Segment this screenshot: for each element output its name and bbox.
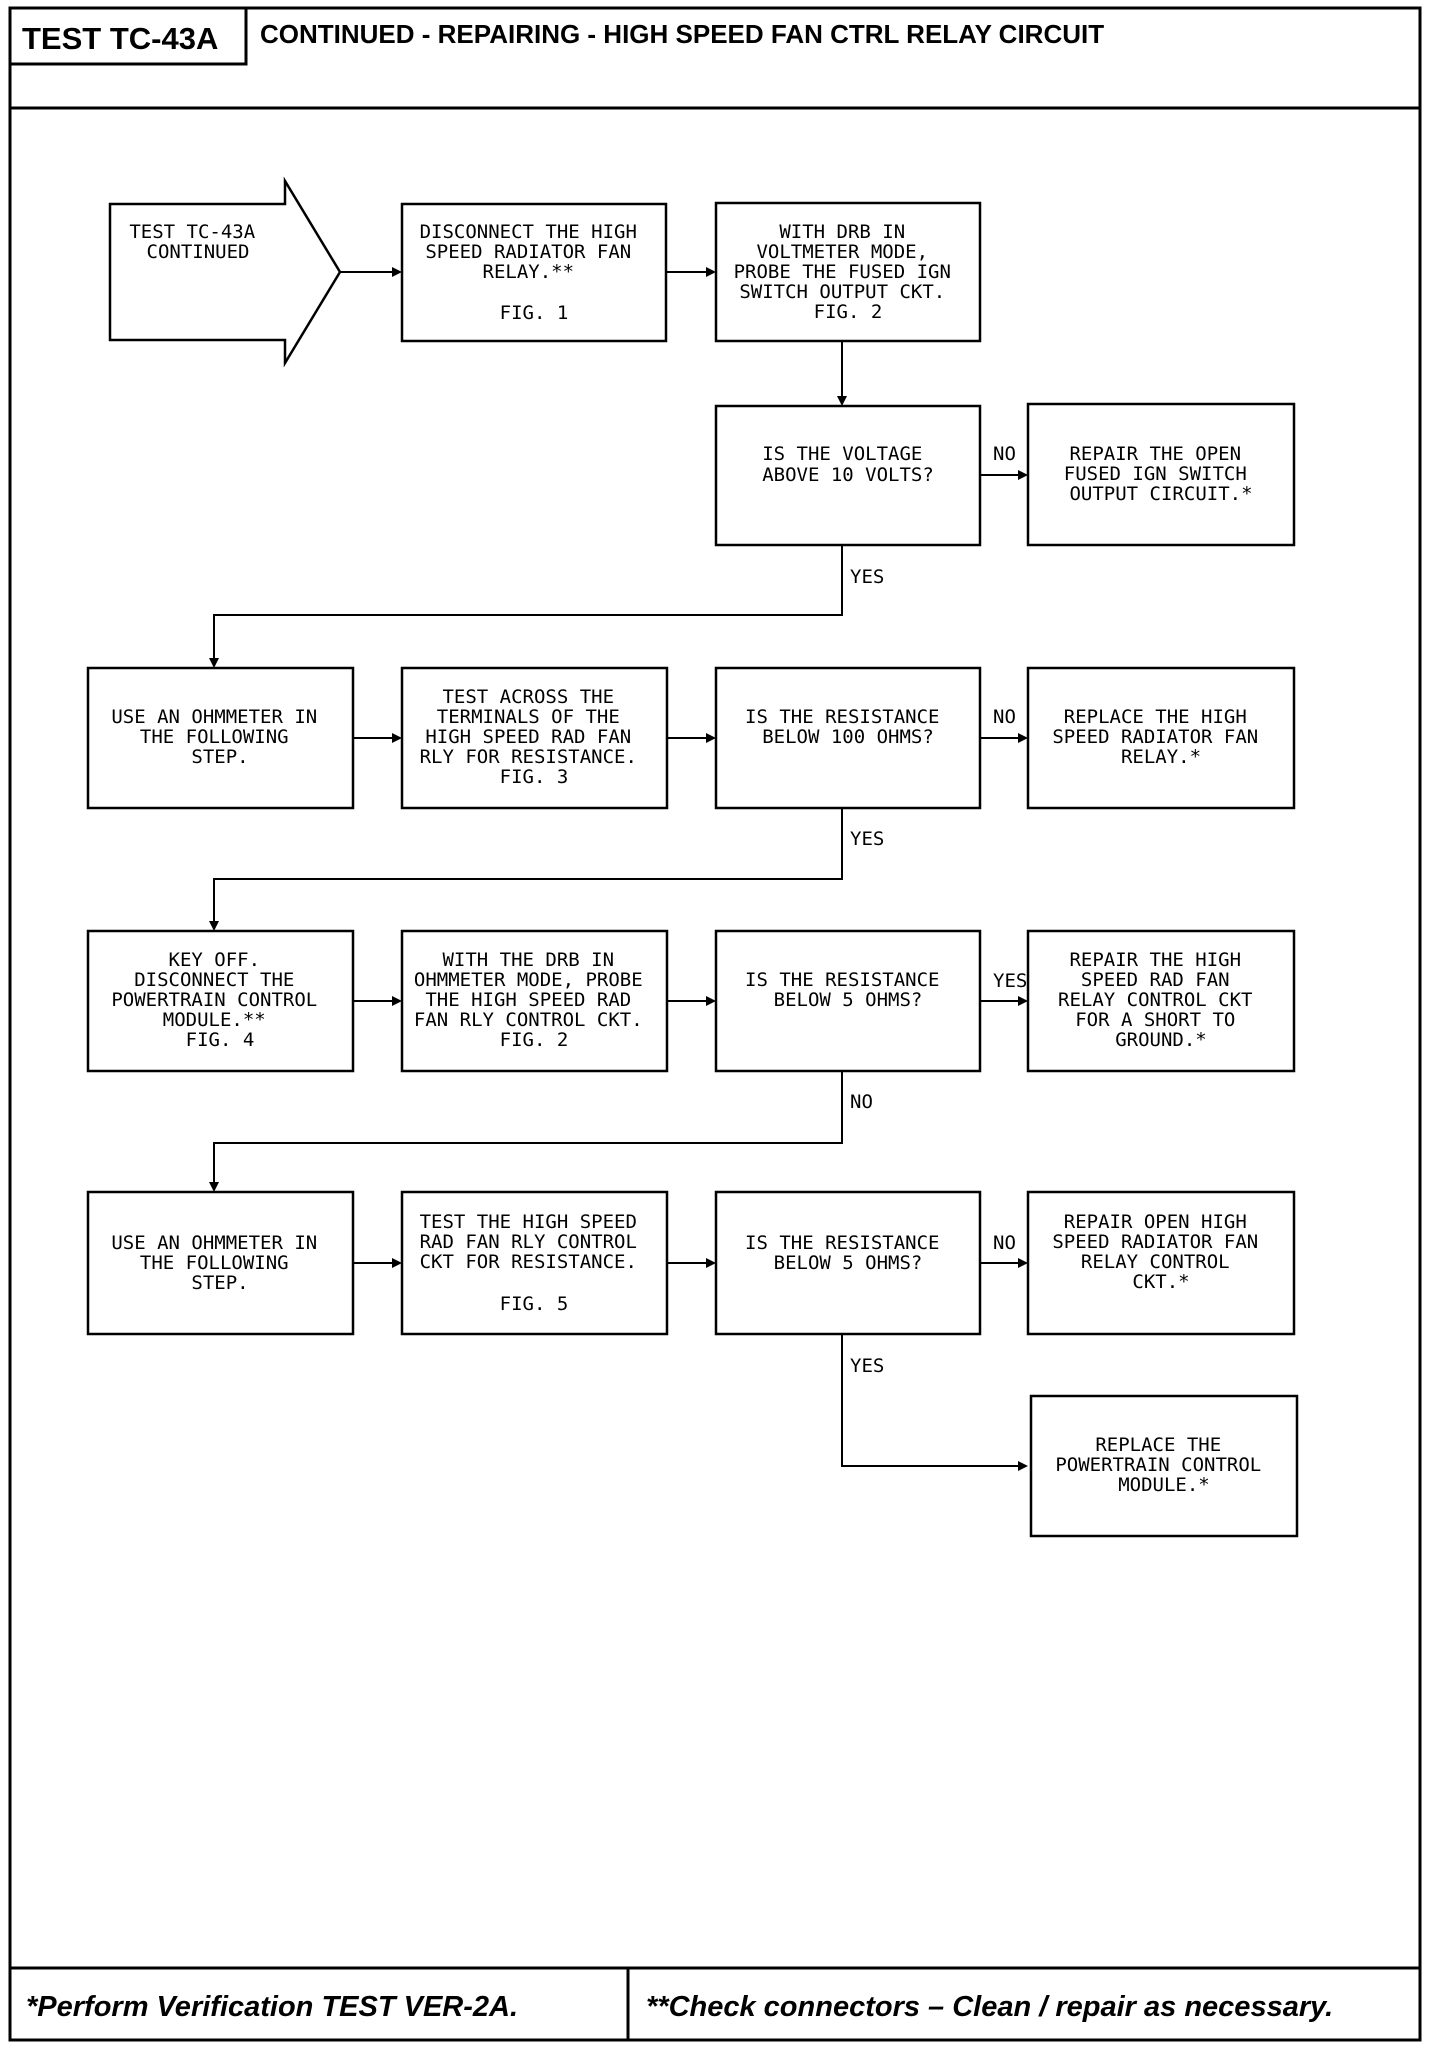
node-replace-pcm: REPLACE THE POWERTRAIN CONTROL MODULE.* (1029, 1394, 1299, 1538)
node-label: REPAIR THE HIGH SPEED RAD FAN RELAY CONT… (1058, 949, 1264, 1051)
node-repair-short: REPAIR THE HIGH SPEED RAD FAN RELAY CONT… (1026, 929, 1296, 1073)
arrowhead-icon (209, 658, 219, 668)
node-label: IS THE RESISTANCE BELOW 5 OHMS? (745, 969, 951, 1011)
node-repair-open-control: REPAIR OPEN HIGH SPEED RADIATOR FAN RELA… (1026, 1190, 1296, 1336)
arrowhead-icon (1018, 470, 1028, 480)
arrowhead-icon (209, 921, 219, 931)
arrowhead-icon (392, 1258, 402, 1268)
header: TEST TC-43A CONTINUED - REPAIRING - HIGH… (8, 6, 1422, 110)
node-label: IS THE RESISTANCE BELOW 5 OHMS? (745, 1232, 951, 1274)
edge-label: YES (850, 1355, 884, 1377)
footer: *Perform Verification TEST VER-2A. **Che… (8, 1966, 1422, 2042)
node-label: REPLACE THE HIGH SPEED RADIATOR FAN RELA… (1052, 706, 1269, 768)
node-replace-relay: REPLACE THE HIGH SPEED RADIATOR FAN RELA… (1026, 666, 1296, 810)
edge-label: YES (850, 566, 884, 588)
node-label: IS THE RESISTANCE BELOW 100 OHMS? (745, 706, 951, 748)
node-label: REPAIR THE OPEN FUSED IGN SWITCH OUTPUT … (1064, 443, 1258, 505)
footnote-double-star: **Check connectors – Clean / repair as n… (646, 1991, 1333, 2023)
arrowhead-icon (706, 267, 716, 277)
arrowhead-icon (1018, 1258, 1028, 1268)
edge-label: NO (993, 706, 1016, 728)
connector-res100-yes (213, 808, 843, 927)
node-repair-open-fused: REPAIR THE OPEN FUSED IGN SWITCH OUTPUT … (1026, 402, 1296, 547)
test-id: TEST TC-43A (22, 21, 218, 56)
node-key-off: KEY OFF. DISCONNECT THE POWERTRAIN CONTR… (86, 929, 355, 1073)
node-voltage-check: IS THE VOLTAGE ABOVE 10 VOLTS? (714, 404, 982, 547)
connector-res5a-no (213, 1071, 843, 1188)
arrowhead-icon (706, 733, 716, 743)
arrowhead-icon (1018, 733, 1028, 743)
node-label: WITH THE DRB IN OHMMETER MODE, PROBE THE… (414, 949, 654, 1051)
node-test-control-ckt: TEST THE HIGH SPEED RAD FAN RLY CONTROL … (400, 1190, 669, 1336)
node-label: TEST TC-43A CONTINUED (129, 221, 266, 263)
node-label: IS THE VOLTAGE ABOVE 10 VOLTS? (762, 443, 934, 486)
edge-labels: NO YES NO YES YES NO NO YES (850, 443, 1027, 1377)
node-label: TEST ACROSS THE TERMINALS OF THE HIGH SP… (420, 686, 649, 788)
arrowhead-icon (1018, 996, 1028, 1006)
node-label: USE AN OHMMETER IN THE FOLLOWING STEP. (111, 706, 328, 768)
arrowhead-icon (392, 996, 402, 1006)
node-disconnect-relay: DISCONNECT THE HIGH SPEED RADIATOR FAN R… (400, 202, 668, 343)
connector-res5b-yes (841, 1334, 1024, 1467)
arrowhead-icon (209, 1182, 219, 1192)
arrowhead-icon (1018, 1461, 1028, 1471)
edge-label: NO (850, 1091, 873, 1113)
edge-label: YES (993, 970, 1027, 992)
edge-label: NO (993, 443, 1016, 465)
node-probe-fused-ign: WITH DRB IN VOLTMETER MODE, PROBE THE FU… (714, 201, 982, 343)
node-use-ohmmeter-1: USE AN OHMMETER IN THE FOLLOWING STEP. (86, 666, 355, 810)
node-label: REPAIR OPEN HIGH SPEED RADIATOR FAN RELA… (1052, 1211, 1269, 1293)
arrowhead-icon (837, 396, 847, 406)
node-use-ohmmeter-2: USE AN OHMMETER IN THE FOLLOWING STEP. (86, 1190, 355, 1336)
node-label: KEY OFF. DISCONNECT THE POWERTRAIN CONTR… (111, 949, 328, 1051)
node-resistance-100: IS THE RESISTANCE BELOW 100 OHMS? (714, 666, 982, 810)
connectors (209, 267, 1028, 1471)
node-probe-rly-control: WITH THE DRB IN OHMMETER MODE, PROBE THE… (400, 929, 669, 1073)
node-label: WITH DRB IN VOLTMETER MODE, PROBE THE FU… (734, 221, 963, 323)
node-start: TEST TC-43A CONTINUED (108, 176, 342, 368)
edge-label: YES (850, 828, 884, 850)
page-title: CONTINUED - REPAIRING - HIGH SPEED FAN C… (260, 19, 1104, 49)
edge-label: NO (993, 1232, 1016, 1254)
node-test-across-terminals: TEST ACROSS THE TERMINALS OF THE HIGH SP… (400, 666, 669, 810)
arrowhead-icon (706, 1258, 716, 1268)
arrowhead-icon (392, 267, 402, 277)
arrowhead-icon (706, 996, 716, 1006)
node-resistance-5-a: IS THE RESISTANCE BELOW 5 OHMS? (714, 929, 982, 1073)
node-resistance-5-b: IS THE RESISTANCE BELOW 5 OHMS? (714, 1190, 982, 1336)
node-label: DISCONNECT THE HIGH SPEED RADIATOR FAN R… (420, 221, 649, 324)
node-label: REPLACE THE POWERTRAIN CONTROL MODULE.* (1055, 1434, 1272, 1496)
arrowhead-icon (392, 733, 402, 743)
node-label: TEST THE HIGH SPEED RAD FAN RLY CONTROL … (420, 1211, 649, 1315)
footnote-single-star: *Perform Verification TEST VER-2A. (26, 1991, 518, 2023)
node-label: USE AN OHMMETER IN THE FOLLOWING STEP. (111, 1232, 328, 1294)
connector-voltage-yes (213, 545, 843, 664)
